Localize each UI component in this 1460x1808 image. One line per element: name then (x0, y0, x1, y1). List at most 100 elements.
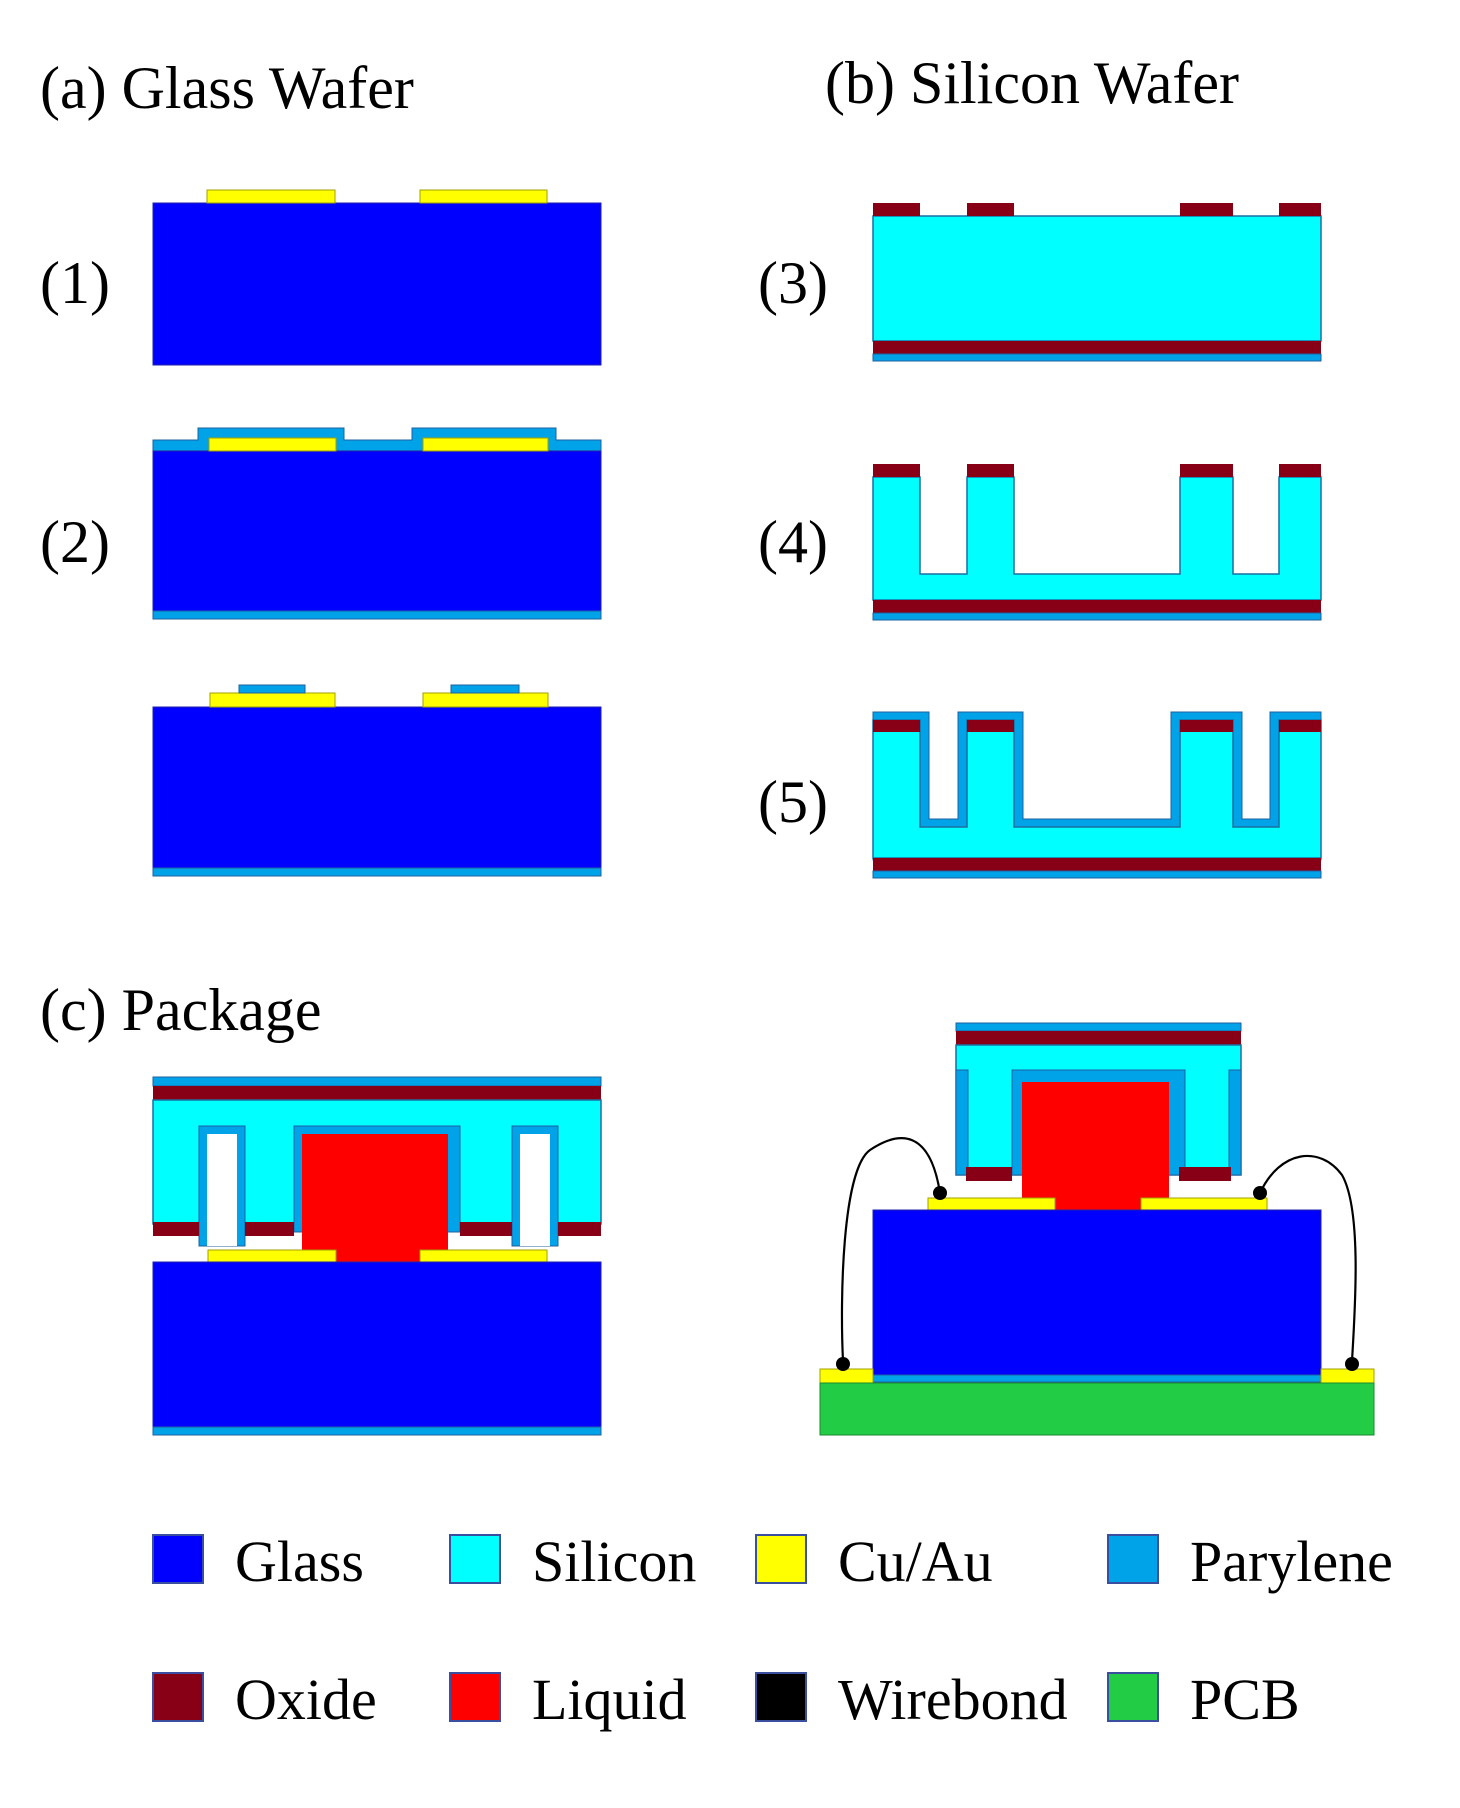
step-5-cross-section (872, 711, 1322, 879)
cu-au-pad (927, 1197, 1056, 1211)
glass-layer (152, 202, 602, 366)
parylene-layer (955, 1069, 969, 1176)
oxide-layer (245, 1222, 294, 1236)
legend-label-silicon: Silicon (532, 1529, 696, 1594)
heading-silicon-wafer: (b) Silicon Wafer (825, 50, 1239, 116)
wirebond-ball (836, 1357, 850, 1371)
oxide-layer (966, 1167, 1012, 1181)
heading-glass-wafer: (a) Glass Wafer (40, 55, 414, 121)
step-3-cross-section (872, 203, 1322, 362)
legend-label-liquid: Liquid (532, 1667, 687, 1732)
oxide-layer (1180, 464, 1233, 477)
oxide-layer (153, 1222, 199, 1236)
liquid-region (1022, 1082, 1169, 1210)
channel-gap (207, 1134, 237, 1246)
oxide-layer (967, 464, 1014, 477)
cu-au-pad (419, 189, 548, 204)
oxide-layer (873, 464, 920, 477)
oxide-layer (1179, 1167, 1231, 1181)
cu-au-pad (422, 692, 549, 708)
glass-layer (152, 706, 602, 869)
channel-gap (520, 1134, 550, 1246)
glass-layer (872, 1209, 1322, 1376)
package-cross-section-right (819, 1022, 1375, 1436)
oxide-layer (873, 341, 1321, 354)
glass-layer (152, 450, 602, 612)
step-2-cross-section (152, 427, 602, 620)
step-1-cross-section (152, 189, 602, 366)
step-label-5: (5) (758, 769, 828, 835)
step-label-4: (4) (758, 509, 828, 575)
oxide-layer (873, 600, 1321, 613)
oxide-layer (1180, 203, 1233, 216)
silicon-layer (872, 719, 1322, 859)
parylene-layer (872, 353, 1322, 362)
parylene-layer (152, 610, 602, 620)
oxide-layer (1279, 720, 1321, 732)
package-cross-section-left (152, 1076, 602, 1436)
parylene-layer (1228, 1069, 1242, 1176)
wirebond-left (840, 1137, 942, 1362)
legend-swatch-pcb (1107, 1672, 1159, 1722)
cu-au-pad (1320, 1368, 1375, 1384)
parylene-layer (152, 867, 602, 877)
heading-package: (c) Package (40, 977, 321, 1043)
parylene-layer (450, 684, 520, 694)
oxide-layer (967, 203, 1014, 216)
legend-label-glass: Glass (235, 1529, 364, 1594)
step-4-cross-section (872, 464, 1322, 621)
cu-au-pad (209, 692, 336, 708)
cu-au-pad (1140, 1197, 1268, 1211)
wirebond-ball (933, 1186, 947, 1200)
cu-au-pad (208, 437, 337, 452)
oxide-layer (1180, 720, 1233, 732)
step-label-1: (1) (40, 250, 110, 316)
legend-label-oxide: Oxide (235, 1667, 377, 1732)
legend-swatch-glass (152, 1534, 204, 1584)
legend-label-cu-au: Cu/Au (838, 1529, 993, 1594)
step-label-3: (3) (758, 250, 828, 316)
oxide-layer (460, 1222, 512, 1236)
parylene-layer (152, 1426, 602, 1436)
oxide-layer (873, 720, 920, 732)
parylene-layer (872, 612, 1322, 621)
legend-swatch-liquid (449, 1672, 501, 1722)
oxide-layer (153, 1086, 601, 1100)
oxide-layer (558, 1222, 601, 1236)
oxide-layer (1279, 203, 1321, 216)
cu-au-pad (819, 1368, 874, 1384)
cu-au-pad (419, 1249, 548, 1263)
parylene-layer (238, 684, 306, 694)
oxide-layer (967, 720, 1014, 732)
oxide-layer (873, 858, 1321, 871)
parylene-layer (872, 1374, 1322, 1383)
parylene-layer (152, 1076, 602, 1087)
step-2b-cross-section (152, 684, 602, 877)
oxide-layer (1279, 464, 1321, 477)
legend-swatch-wirebond (755, 1672, 807, 1722)
wirebond-right (1259, 1154, 1357, 1362)
parylene-layer (872, 870, 1322, 879)
silicon-layer (872, 215, 1322, 342)
cu-au-pad (206, 189, 336, 204)
legend-swatch-oxide (152, 1672, 204, 1722)
wirebond-ball (1253, 1186, 1267, 1200)
step-label-2: (2) (40, 509, 110, 575)
silicon-layer (872, 476, 1322, 601)
pcb-board (819, 1382, 1375, 1436)
legend-swatch-silicon (449, 1534, 501, 1584)
oxide-layer (956, 1031, 1241, 1045)
legend-label-pcb: PCB (1190, 1667, 1300, 1732)
wirebond-ball (1345, 1357, 1359, 1371)
legend-label-parylene: Parylene (1190, 1529, 1393, 1594)
cu-au-pad (207, 1249, 337, 1263)
cu-au-pad (422, 437, 549, 452)
legend-label-wirebond: Wirebond (838, 1667, 1068, 1732)
parylene-layer (955, 1022, 1242, 1032)
legend-swatch-cu-au (755, 1534, 807, 1584)
oxide-layer (873, 203, 920, 216)
legend-swatch-parylene (1107, 1534, 1159, 1584)
